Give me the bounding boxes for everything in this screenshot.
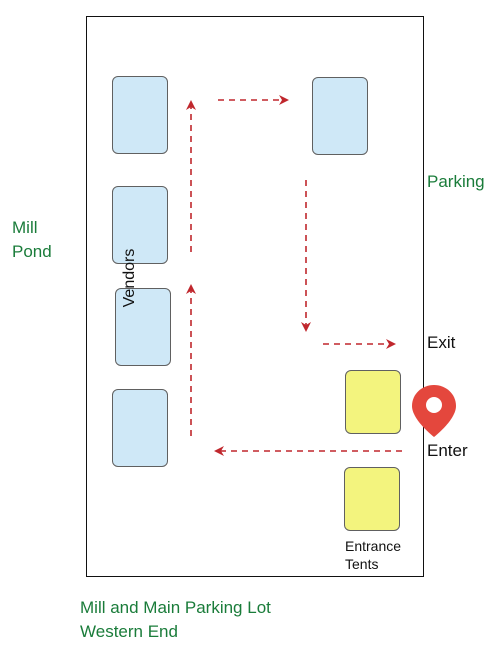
vendor-tent — [312, 77, 368, 155]
vendor-tent — [115, 288, 171, 366]
vendor-tent — [112, 389, 168, 467]
entrance-tent — [345, 370, 401, 434]
vendor-tent — [112, 76, 168, 154]
entrance-tents-label: Entrance Tents — [345, 538, 402, 572]
vendors-label: Vendors — [121, 248, 138, 308]
map-caption: Mill and Main Parking Lot Western End — [80, 596, 271, 644]
parking-label: Parking — [427, 172, 485, 191]
enter-label: Enter — [427, 441, 468, 460]
entrance-tent — [344, 467, 400, 531]
map-pin-icon — [412, 385, 456, 437]
mill-pond-label: Mill Pond — [12, 218, 52, 261]
vendor-tent — [112, 186, 168, 264]
map-caption-title: Mill and Main Parking Lot — [80, 598, 271, 617]
map-caption-subtitle: Western End — [80, 622, 178, 641]
parking-lot-outline — [86, 16, 424, 577]
exit-label: Exit — [427, 333, 456, 352]
